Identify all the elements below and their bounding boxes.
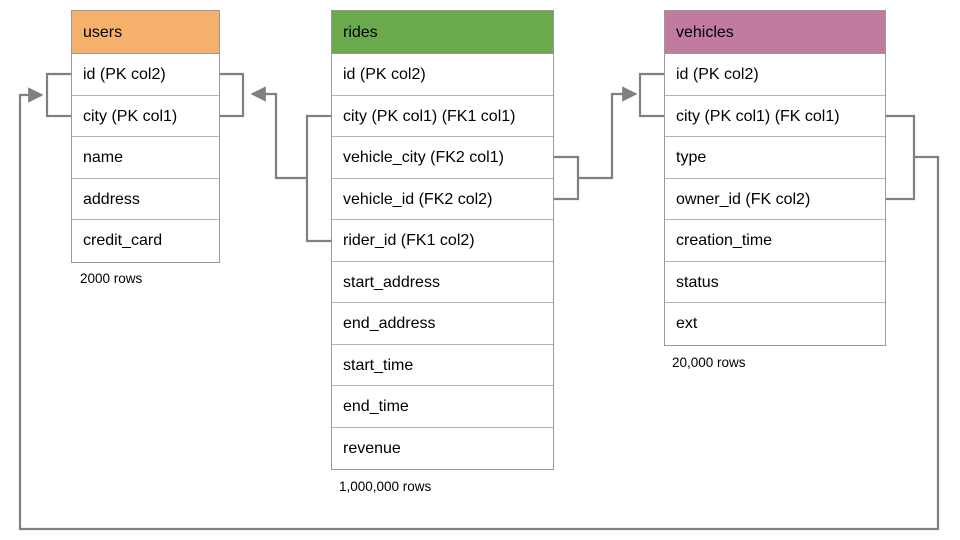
table-users-column-address[interactable]: address	[72, 179, 219, 220]
table-rides-row-count: 1,000,000 rows	[339, 479, 432, 494]
table-vehicles-column-status[interactable]: status	[665, 262, 885, 303]
table-users-column-city[interactable]: city (PK col1)	[72, 96, 219, 137]
rides-fk2-connector	[578, 86, 638, 180]
table-rides-header: rides	[332, 11, 553, 54]
table-rides-column-rider-id[interactable]: rider_id (FK1 col2)	[332, 220, 553, 262]
rides-fk1-connector	[250, 86, 307, 180]
table-rides-column-vehicle-city[interactable]: vehicle_city (FK2 col1)	[332, 137, 553, 179]
table-users-header: users	[72, 11, 219, 54]
table-users-column-id[interactable]: id (PK col2)	[72, 54, 219, 96]
table-rides-column-end-time[interactable]: end_time	[332, 386, 553, 428]
table-vehicles-row-count: 20,000 rows	[672, 355, 746, 370]
table-rides[interactable]: rides id (PK col2) city (PK col1) (FK1 c…	[331, 10, 554, 470]
table-rides-column-id[interactable]: id (PK col2)	[332, 54, 553, 96]
table-vehicles-column-ext[interactable]: ext	[676, 315, 698, 332]
table-users-column-credit-card[interactable]: credit_card	[83, 232, 163, 249]
rides-fk2-bracket	[554, 155, 580, 201]
table-rides-column-start-address[interactable]: start_address	[332, 262, 553, 303]
table-vehicles-column-type[interactable]: type	[665, 137, 885, 179]
table-rides-column-end-address[interactable]: end_address	[332, 303, 553, 345]
table-vehicles-column-owner-id[interactable]: owner_id (FK col2)	[665, 179, 885, 220]
table-rides-column-start-time[interactable]: start_time	[332, 345, 553, 386]
vehicles-fk-connector	[18, 87, 940, 531]
table-rides-column-city[interactable]: city (PK col1) (FK1 col1)	[332, 96, 553, 137]
table-users[interactable]: users id (PK col2) city (PK col1) name a…	[71, 10, 220, 263]
table-rides-column-vehicle-id[interactable]: vehicle_id (FK2 col2)	[332, 179, 553, 220]
table-rides-column-revenue[interactable]: revenue	[343, 439, 401, 457]
users-left-bracket	[45, 72, 71, 118]
vehicles-right-bracket	[886, 114, 916, 201]
vehicles-left-bracket	[638, 72, 664, 118]
table-users-column-name[interactable]: name	[72, 137, 219, 179]
users-right-bracket	[220, 72, 245, 118]
table-vehicles[interactable]: vehicles id (PK col2) city (PK col1) (FK…	[664, 10, 886, 346]
table-vehicles-column-creation-time[interactable]: creation_time	[665, 220, 885, 262]
table-vehicles-header: vehicles	[665, 11, 885, 54]
table-vehicles-column-city[interactable]: city (PK col1) (FK col1)	[665, 96, 885, 137]
table-users-row-count: 2000 rows	[80, 271, 143, 286]
table-vehicles-column-id[interactable]: id (PK col2)	[665, 54, 885, 96]
rides-fk1-bracket	[305, 114, 331, 243]
